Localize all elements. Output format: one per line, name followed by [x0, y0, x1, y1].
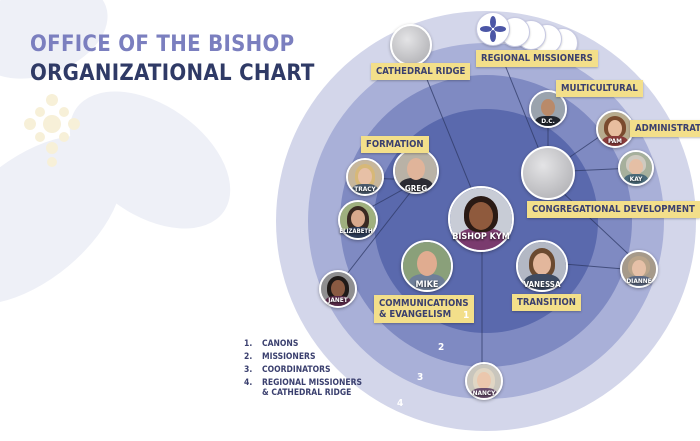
title-line-2: ORGANIZATIONAL CHART [30, 61, 315, 86]
ring-number-2: 2 [438, 342, 445, 353]
bishop-kym-photo [448, 186, 514, 252]
tracy-photo [346, 158, 384, 196]
janet-name: JANET [328, 296, 348, 304]
legend-number: 4. [244, 378, 253, 388]
label-formation: FORMATION [361, 136, 429, 153]
label-multicultural: MULTICULTURAL [556, 80, 643, 97]
ring-number-3: 3 [417, 372, 424, 383]
legend-number: 1. [244, 339, 253, 349]
background-flower-graphic [0, 0, 231, 305]
mike-photo [401, 240, 453, 292]
label-communications-evangelism: COMMUNICATIONS & EVANGELISM [374, 295, 474, 323]
legend-number: 2. [244, 352, 253, 362]
label-congregational-development: CONGREGATIONAL DEVELOPMENT [527, 201, 700, 218]
legend-item: 3. COORDINATORS [244, 365, 382, 375]
legend-number: 3. [244, 365, 253, 375]
kay-photo [618, 150, 654, 186]
bishop-kym-name: BISHOP KYM [452, 232, 510, 242]
elizabeth-photo [338, 200, 378, 240]
legend-text: COORDINATORS [262, 365, 331, 375]
label-administration: ADMINISTRATION [630, 120, 700, 137]
vanessa-photo [516, 240, 568, 292]
tracy-name: TRACY [354, 185, 376, 193]
dianne-photo [620, 250, 658, 288]
legend-text: CANONS [262, 339, 299, 349]
label-communications-line-1: COMMUNICATIONS [379, 298, 469, 309]
dianne-name: DIANNE [626, 277, 652, 285]
legend-text-line-2: & CATHEDRAL RIDGE [262, 388, 352, 398]
dots-cluster [24, 94, 80, 167]
legend-text-line-1: REGIONAL MISSIONERS [262, 378, 363, 388]
seal-icon [476, 12, 510, 46]
nancy-photo [465, 362, 503, 400]
ring-number-1: 1 [463, 310, 470, 321]
congregational-development-placeholder-photo [521, 146, 575, 200]
label-transition: TRANSITION [512, 294, 581, 311]
pam-name: PAM [607, 137, 623, 145]
elizabeth-name: ELIZABETH [339, 228, 373, 235]
legend-text: MISSIONERS [262, 352, 316, 362]
label-cathedral-ridge: CATHEDRAL RIDGE [371, 63, 471, 80]
dc-name: D.C. [541, 117, 555, 125]
janet-photo [319, 270, 357, 308]
cathedral-ridge-placeholder-photo [390, 24, 432, 66]
title-line-1: OFFICE OF THE BISHOP [30, 32, 295, 57]
label-regional-missioners: REGIONAL MISSIONERS [476, 50, 598, 67]
nancy-name: NANCY [472, 389, 496, 397]
legend: 1. CANONS 2. MISSIONERS 3. COORDINATORS … [244, 339, 382, 401]
legend-text: REGIONAL MISSIONERS & CATHEDRAL RIDGE [262, 378, 382, 398]
mike-name: MIKE [415, 280, 439, 290]
legend-item: 2. MISSIONERS [244, 352, 382, 362]
legend-item: 1. CANONS [244, 339, 382, 349]
ring-number-4: 4 [397, 398, 404, 409]
kay-name: KAY [629, 175, 643, 183]
dc-photo [529, 90, 567, 128]
label-communications-line-2: & EVANGELISM [379, 309, 452, 320]
greg-name: GREG [404, 184, 428, 193]
legend-item: 4. REGIONAL MISSIONERS & CATHEDRAL RIDGE [244, 378, 382, 398]
vanessa-name: VANESSA [523, 280, 561, 289]
